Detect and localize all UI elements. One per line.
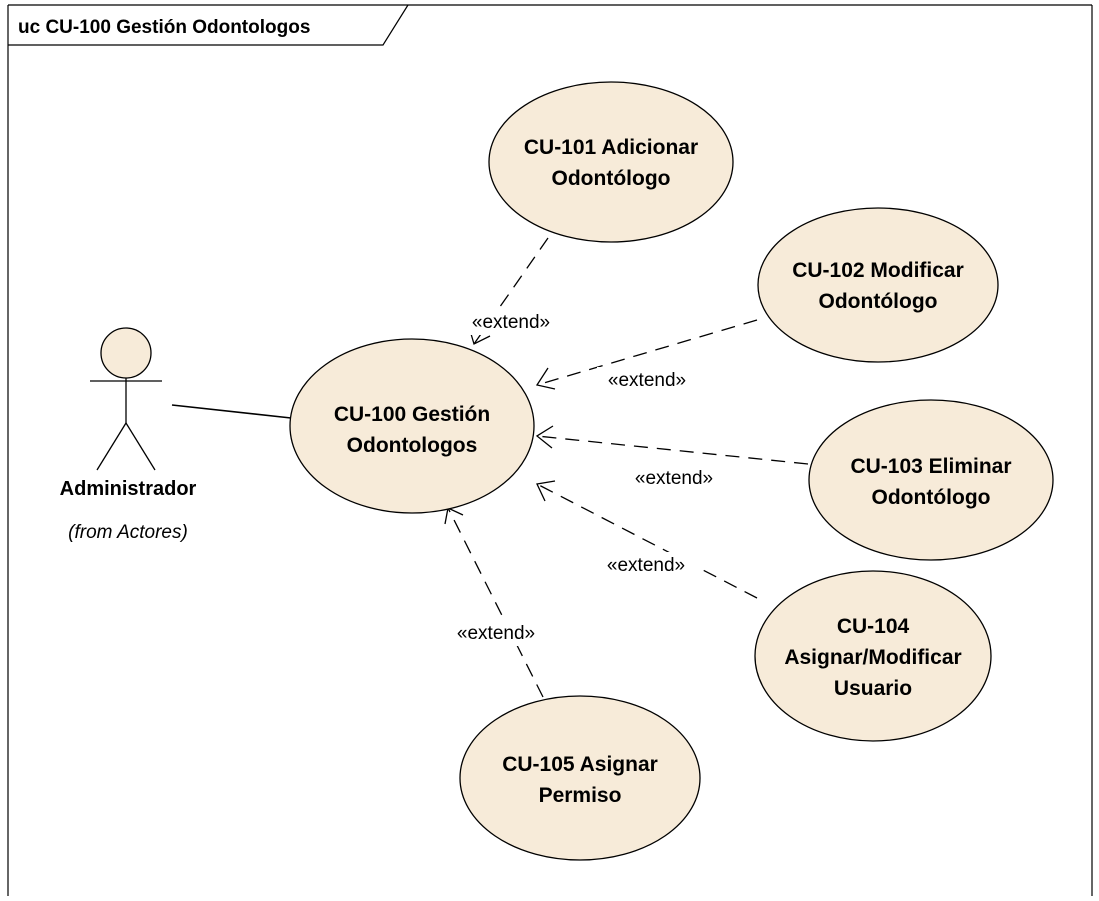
usecase-cu-100-line2: Odontologos (347, 434, 478, 457)
extend-label-105: «extend» (457, 623, 535, 644)
usecase-cu-103-line2: Odontólogo (872, 486, 991, 509)
usecase-cu-104[interactable]: CU-104 Asignar/Modificar Usuario (754, 570, 992, 742)
diagram-title: uc CU-100 Gestión Odontologos (18, 17, 310, 38)
usecase-cu-100-line1: CU-100 Gestión (334, 403, 490, 426)
usecase-cu-101[interactable]: CU-101 Adicionar Odontólogo (488, 81, 734, 243)
actor-name: Administrador (60, 478, 197, 500)
usecase-cu-100[interactable]: CU-100 Gestión Odontologos (289, 338, 535, 514)
extend-arrowhead-102 (535, 367, 556, 390)
diagram-frame: uc CU-100 Gestión Odontologos (7, 4, 1093, 896)
association-line (171, 404, 292, 419)
extend-line-103[interactable] (536, 435, 809, 465)
usecase-cu-103[interactable]: CU-103 Eliminar Odontólogo (808, 399, 1054, 561)
extend-label-102: «extend» (608, 370, 686, 391)
usecase-cu-103-line1: CU-103 Eliminar (850, 455, 1011, 478)
extend-arrowhead-105 (444, 507, 464, 525)
usecase-cu-104-line3: Usuario (834, 677, 912, 700)
usecase-cu-105-line1: CU-105 Asignar (502, 753, 658, 776)
extend-label-103: «extend» (635, 468, 713, 489)
extend-arrowhead-104 (536, 480, 556, 502)
extend-line-104[interactable] (536, 483, 758, 599)
usecase-cu-102-line1: CU-102 Modificar (792, 259, 964, 282)
actor-administrador[interactable]: Administrador (from Actores) (60, 327, 197, 543)
usecase-cu-101-line1: CU-101 Adicionar (524, 136, 698, 159)
extend-dependencies (444, 237, 809, 698)
actor-from: (from Actores) (68, 522, 188, 543)
usecase-cu-104-line2: Asignar/Modificar (784, 646, 961, 669)
extend-line-102[interactable] (536, 319, 758, 386)
usecase-cu-105-line2: Permiso (539, 784, 622, 807)
extend-arrowhead-103 (535, 425, 554, 449)
usecase-cu-102[interactable]: CU-102 Modificar Odontólogo (757, 207, 999, 363)
usecase-cu-101-line2: Odontólogo (552, 167, 671, 190)
usecase-cu-105[interactable]: CU-105 Asignar Permiso (459, 695, 701, 861)
extend-line-105[interactable] (447, 507, 544, 698)
usecase-cu-104-line1: CU-104 (837, 615, 910, 638)
actor-head-icon (100, 327, 152, 379)
extend-label-101: «extend» (472, 312, 550, 333)
extend-labels: «extend» «extend» «extend» «extend» «ext… (446, 309, 725, 646)
extend-label-104: «extend» (607, 555, 685, 576)
usecase-cu-102-line2: Odontólogo (819, 290, 938, 313)
